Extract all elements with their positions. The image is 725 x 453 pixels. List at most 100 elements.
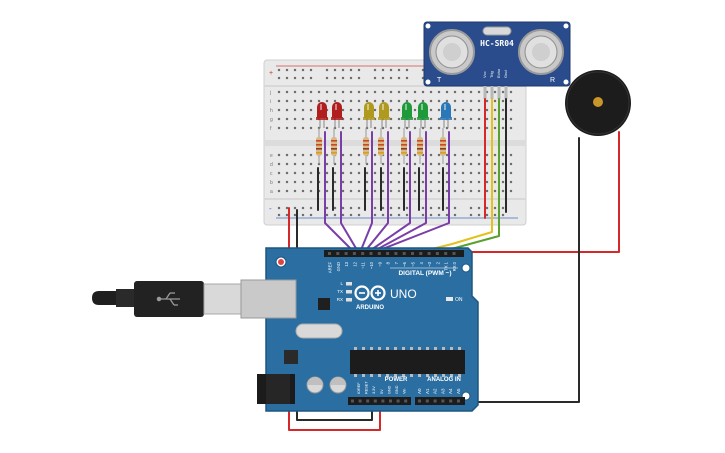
analog-pin-label: A2	[433, 388, 438, 394]
analog-pin-label: A0	[417, 388, 422, 394]
purple-wire	[370, 131, 411, 251]
power-pin-label: Vin	[403, 389, 407, 394]
analog-pin-label: A4	[448, 388, 453, 394]
row-label: c	[270, 171, 273, 177]
status-led	[346, 298, 352, 302]
digital-header-label: DIGITAL (PWM ~)	[398, 270, 451, 277]
crystal-oscillator	[482, 26, 512, 36]
sensor-pin-label: Vcc	[482, 71, 487, 78]
digital-pin-label: 12	[352, 261, 357, 266]
digital-pin-label: ~9	[377, 261, 382, 266]
status-led	[346, 290, 352, 294]
usb-cable	[92, 281, 242, 317]
purple-wire	[365, 131, 389, 251]
led[interactable]	[417, 102, 429, 128]
status-led-label: L	[340, 281, 343, 286]
led[interactable]	[440, 102, 452, 128]
piezo-buzzer[interactable]	[565, 70, 631, 136]
arduino-brand-label: ARDUINO	[356, 305, 384, 311]
resistor[interactable]	[417, 128, 423, 164]
usb-cable-end	[92, 291, 116, 305]
digital-pin-label: 4	[419, 261, 424, 264]
digital-pin-label: 2	[435, 261, 440, 264]
digital-pin-label: ~11	[361, 261, 366, 268]
purple-wire	[360, 131, 373, 251]
resistor[interactable]	[378, 128, 384, 164]
status-led-label: TX	[337, 289, 343, 294]
led[interactable]	[331, 102, 343, 128]
led[interactable]	[363, 102, 375, 128]
digital-pin-label: RX 0	[452, 261, 457, 271]
led-group	[316, 102, 452, 128]
digital-pin-label: 8	[386, 261, 391, 264]
analog-pin-label: A3	[440, 388, 445, 394]
row-label: e	[270, 153, 273, 159]
sensor-pin-label: Gnd	[503, 70, 508, 78]
usb-icon	[156, 292, 180, 306]
resistor[interactable]	[440, 128, 446, 164]
on-led	[446, 297, 453, 301]
power-pin-label: GND	[387, 385, 391, 394]
led-ground-legs	[317, 167, 444, 211]
power-pin-label: RESET	[365, 381, 369, 394]
led-signal-wires	[324, 131, 450, 251]
digital-pin-label: ~6	[402, 261, 407, 266]
rail-plus-label: +	[269, 70, 273, 77]
digital-pin-label: AREF	[328, 262, 333, 274]
atmega-chip	[350, 347, 465, 377]
sensor-pin-label: Echo	[496, 68, 501, 78]
sensor-t-label: T	[437, 77, 442, 84]
row-label: j	[269, 90, 271, 96]
sensor-r-label: R	[550, 77, 555, 84]
power-pin-label: GND	[395, 385, 399, 394]
sensor-pin-label: Trig	[489, 71, 494, 78]
buzzer-signal-wire	[455, 131, 620, 253]
sensor-pin	[497, 86, 501, 99]
power-pin-label: 3.3V	[372, 386, 376, 394]
digital-pin-label: 7	[394, 261, 399, 264]
buzzer-ground-wire	[454, 137, 580, 403]
led[interactable]	[378, 102, 390, 128]
resistor[interactable]	[363, 128, 369, 164]
row-label: i	[270, 99, 271, 105]
arduino-model-label: UNO	[390, 287, 417, 301]
digital-pin-label: ~5	[411, 261, 416, 266]
purple-wire	[340, 131, 358, 251]
digital-pin-label: ~3	[427, 261, 432, 266]
purple-wire	[379, 131, 450, 251]
resistor[interactable]	[401, 128, 407, 164]
sensor-model-label: HC-SR04	[480, 39, 514, 48]
sensor-pin	[483, 86, 487, 99]
purple-wire	[375, 131, 427, 251]
row-label: f	[270, 126, 272, 132]
analog-label: ANALOG IN	[427, 377, 461, 383]
reset-button[interactable]	[278, 259, 284, 265]
power-pin-label: 5V	[380, 389, 384, 394]
receiver-transducer	[518, 29, 564, 75]
row-label: b	[270, 180, 273, 186]
analog-pin-label: A5	[456, 388, 461, 394]
voltage-regulator	[318, 298, 330, 310]
sensor-pin	[490, 86, 494, 99]
purple-wire	[324, 131, 353, 251]
led[interactable]	[401, 102, 413, 128]
row-label: g	[270, 117, 273, 123]
sensor-trig-wire	[427, 98, 493, 251]
resistor[interactable]	[331, 128, 337, 164]
buzzer-center	[593, 97, 603, 107]
usb-port	[240, 279, 297, 319]
arduino-logo-icon	[354, 285, 386, 301]
led[interactable]	[316, 102, 328, 128]
status-led-label: RX	[337, 297, 343, 302]
power-label: POWER	[385, 377, 408, 383]
resistor[interactable]	[316, 128, 322, 164]
analog-header	[415, 397, 465, 405]
